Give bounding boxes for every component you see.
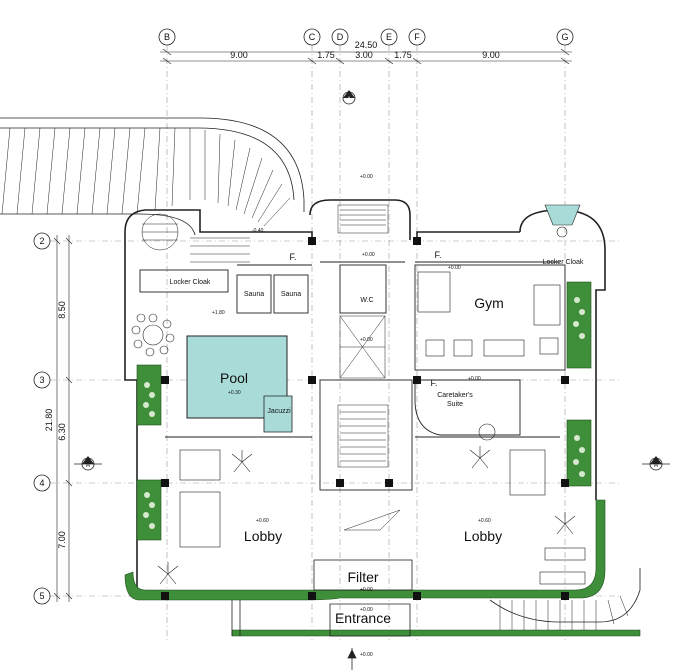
structural-columns xyxy=(161,237,569,600)
stair-upper-left xyxy=(141,213,250,263)
interior-walls xyxy=(139,261,566,491)
dimension-f-g: 9.00 xyxy=(482,50,500,60)
level-stair: +0.00 xyxy=(362,252,375,258)
sauna-2-label: Sauna xyxy=(281,291,301,298)
entrance-label: Entrance xyxy=(335,610,391,626)
dimension-e-f: 1.75 xyxy=(394,50,412,60)
grid-bubble-3: 3 xyxy=(33,371,51,389)
grid-label-2: 2 xyxy=(39,236,44,246)
overall-depth-dimension: 21.80 xyxy=(44,409,54,432)
level-caretaker: +0.00 xyxy=(468,376,481,382)
level-lobby-right: +0.60 xyxy=(478,518,491,524)
lobby-plants xyxy=(157,446,576,585)
entrance-structure xyxy=(231,559,641,637)
lobby-right-label: Lobby xyxy=(464,528,502,544)
row-bubbles: 2 3 4 5 xyxy=(33,232,51,605)
grid-label-e: E xyxy=(386,32,392,42)
spiral-ramp xyxy=(0,117,305,236)
grid-axes xyxy=(50,45,620,640)
jacuzzi-label: Jacuzzi xyxy=(267,408,291,415)
left-dimensions xyxy=(53,235,73,602)
dimension-4-5: 7.00 xyxy=(57,531,67,549)
section-marker-top: A xyxy=(342,90,356,105)
level-top: +0.00 xyxy=(360,174,373,180)
grid-label-5: 5 xyxy=(39,591,44,601)
section-marker-right-label: A xyxy=(654,463,658,469)
locker-right-label: Locker Cloak xyxy=(543,259,584,266)
bottom-axis-marker xyxy=(347,648,357,670)
dimension-b-c: 9.00 xyxy=(230,50,248,60)
section-marker-left-label: A xyxy=(86,463,90,469)
sauna-1-label: Sauna xyxy=(244,291,264,298)
section-marker-left: A xyxy=(74,456,102,471)
grid-bubble-f: F xyxy=(408,28,426,46)
central-stairs xyxy=(337,204,401,531)
overall-width-dimension: 24.50 xyxy=(355,40,378,50)
grid-label-d: D xyxy=(337,32,344,42)
dimension-c-d: 1.75 xyxy=(317,50,335,60)
level-locker: -0.40 xyxy=(252,228,264,234)
grid-label-3: 3 xyxy=(39,375,44,385)
grid-bubble-d: D xyxy=(331,28,349,46)
top-dimensions xyxy=(160,48,572,65)
f-left-label: F. xyxy=(289,252,296,262)
gym-label: Gym xyxy=(474,295,504,311)
caretaker-label-line1: Caretaker's xyxy=(437,392,473,399)
section-marker-right: A xyxy=(642,456,670,471)
level-bottom: +0.00 xyxy=(360,652,373,658)
level-corridor: +0.00 xyxy=(360,337,373,343)
dimension-3-4: 6.30 xyxy=(57,423,67,441)
pool-label: Pool xyxy=(220,370,248,386)
dimension-d-e: 3.00 xyxy=(355,50,373,60)
filter-label: Filter xyxy=(347,569,378,585)
lobby-furniture xyxy=(179,271,586,585)
grid-label-f: F xyxy=(414,32,420,42)
grid-bubble-b: B xyxy=(158,28,176,46)
level-markers: +0.00 +0.00 -0.40 +0.00 +0.00 +1.80 +0.3… xyxy=(212,174,491,658)
level-filter: +0.00 xyxy=(360,587,373,593)
pool-water xyxy=(186,335,288,419)
lobby-left-label: Lobby xyxy=(244,528,282,544)
grid-bubble-g: G xyxy=(556,28,574,46)
f-caretaker-label: F. xyxy=(430,378,437,388)
grid-bubble-5: 5 xyxy=(33,587,51,605)
grid-bubble-c: C xyxy=(303,28,321,46)
level-entrance: +0.00 xyxy=(360,607,373,613)
locker-left-label: Locker Cloak xyxy=(170,279,211,286)
level-lobby-left: +0.60 xyxy=(256,518,269,524)
planters xyxy=(124,281,641,637)
round-vestibule xyxy=(544,204,581,238)
grid-label-g: G xyxy=(561,32,568,42)
level-pool-deck: +1.80 xyxy=(212,310,225,316)
level-pool-water: +0.30 xyxy=(228,390,241,396)
grid-bubble-4: 4 xyxy=(33,474,51,492)
section-marker-top-label: A xyxy=(347,97,351,103)
level-gym: +0.00 xyxy=(448,265,461,271)
grid-label-4: 4 xyxy=(39,478,44,488)
caretaker-label-line2: Suite xyxy=(447,401,463,408)
grid-label-c: C xyxy=(309,32,316,42)
grid-bubble-e: E xyxy=(380,28,398,46)
round-table xyxy=(131,313,175,357)
column-bubbles: B C D E F G xyxy=(158,28,574,46)
f-right-label: F. xyxy=(434,250,441,260)
jacuzzi-basin xyxy=(263,395,293,433)
grid-label-b: B xyxy=(164,32,170,42)
wc-label: W.C xyxy=(360,297,373,304)
dimension-2-3: 8.50 xyxy=(57,301,67,319)
grid-bubble-2: 2 xyxy=(33,232,51,250)
